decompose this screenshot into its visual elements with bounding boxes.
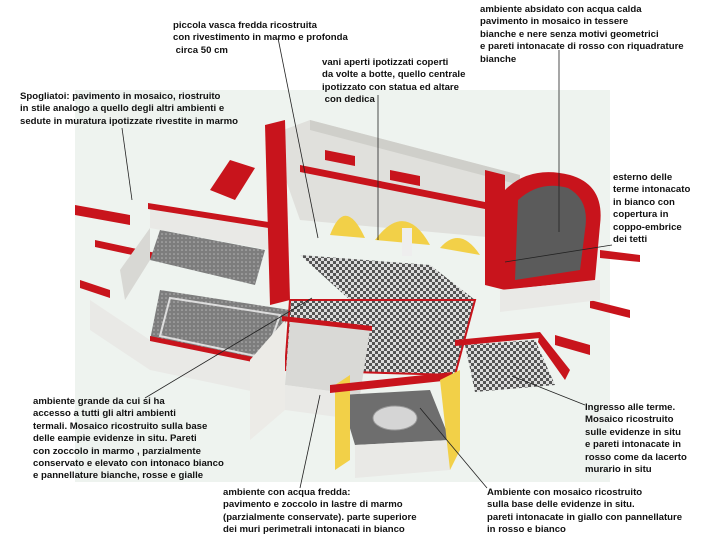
annotation-line: ambiente con acqua fredda: (223, 487, 351, 498)
annotation-line: in rosso e bianco (487, 524, 566, 536)
annotation-line: in bianco con (613, 196, 675, 208)
annotation-line: ambiente absidato con acqua calda (480, 4, 642, 15)
annotation-line: (parzialmente conservate). parte superio… (223, 511, 417, 523)
annotation-line: pavimento in mosaico in tessere (480, 16, 629, 28)
annotation-line: terme intonacato (613, 184, 691, 196)
annotation-line: termali. Mosaico ricostruito sulla base (33, 420, 208, 432)
annotation-line: vani aperti ipotizzati coperti (322, 57, 449, 68)
annotation-line: Mosaico ricostruito (585, 414, 674, 426)
mosaic-room (330, 370, 460, 478)
annotation-line: e pannellature bianche, rosse e gialle (33, 470, 204, 482)
annotation-line: con zoccolo in marmo , parzialmente (33, 445, 201, 457)
annotation-line: dei tetti (613, 234, 648, 246)
outer-wall-ruins (75, 160, 640, 355)
annotation-line: circa 50 cm (173, 44, 228, 56)
annotation-line: delle eampie evidenze in situ. Pareti (33, 433, 197, 445)
annotation-line: bianche e nere senza motivi geometrici (480, 28, 659, 40)
annotation-line: accesso a tutti gli altri ambienti (33, 408, 176, 420)
annotation-line: pareti intonacate in giallo con pannella… (487, 511, 683, 523)
annotation-line: ipotizzato con statua ed altare (322, 81, 460, 93)
annotation-line: Spogliatoi: pavimento in mosaico, riostr… (20, 91, 221, 102)
annotation-line: murario in situ (585, 464, 652, 476)
annotation-line: dei muri perimetrali intonacati in bianc… (223, 524, 405, 536)
annotation-line: con rivestimento in marmo e profonda (173, 32, 348, 44)
annotation-line: sulla base delle evidenze in situ. (487, 499, 635, 511)
annotation-line: con dedica (322, 94, 375, 106)
annotation-line: ambiente grande da cui si ha (33, 396, 165, 407)
annotation-line: conservato e elevato con intonaco bianco (33, 458, 224, 470)
apse-room (500, 172, 601, 312)
entrance-room (455, 332, 570, 392)
annotation-acqua-fredda: ambiente con acqua fredda:pavimento e zo… (223, 487, 417, 537)
annotation-line: sulle evidenze in situ (585, 426, 681, 438)
annotation-line: in stile analogo a quello degli altri am… (20, 103, 225, 115)
annotation-line: da volte a botte, quello centrale (322, 69, 466, 81)
annotation-line: e pareti intonacate di rosso con riquadr… (480, 41, 684, 53)
annotation-line: rosso come da lacerto (585, 451, 687, 463)
annotation-line: bianche (480, 53, 517, 65)
annotation-line: Ingresso alle terme. (585, 402, 676, 413)
annotation-line: pavimento e zoccolo in lastre di marmo (223, 499, 403, 511)
annotation-line: copertura in (613, 209, 669, 221)
annotation-line: Ambiente con mosaico ricostruito (487, 487, 643, 498)
spogliatoi-room (120, 203, 275, 300)
annotation-line: sedute in muratura ipotizzate rivestite … (20, 115, 239, 127)
leader-lines (121, 37, 613, 489)
annotation-line: e pareti intonacate in (585, 439, 681, 451)
annotation-spogliatoi: Spogliatoi: pavimento in mosaico, riostr… (20, 91, 238, 128)
annotation-line: piccola vasca fredda ricostruita (173, 20, 317, 31)
annotation-line: coppo-embrice (613, 221, 682, 233)
annotation-line: esterno delle (613, 172, 673, 183)
